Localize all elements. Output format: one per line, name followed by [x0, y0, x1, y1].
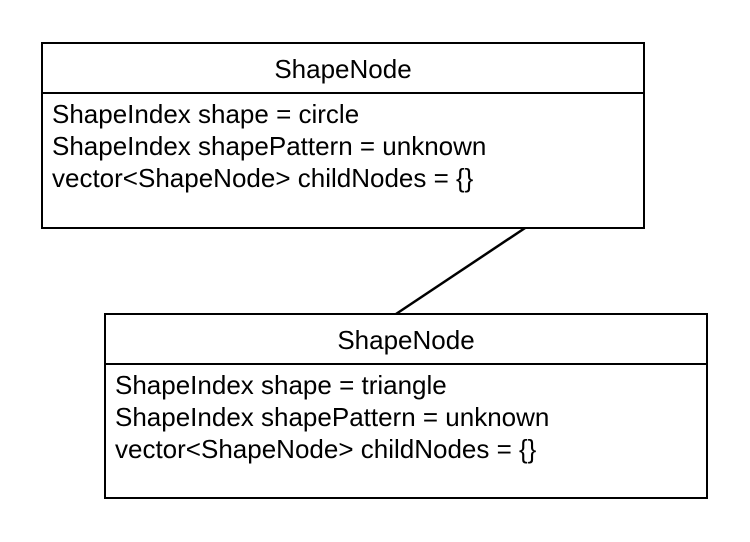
class-attributes: ShapeIndex shape = circle ShapeIndex sha… — [43, 94, 643, 194]
class-box-parent[interactable]: ShapeNode ShapeIndex shape = circle Shap… — [41, 42, 645, 229]
class-attributes: ShapeIndex shape = triangle ShapeIndex s… — [106, 365, 706, 465]
class-title: ShapeNode — [43, 44, 643, 94]
attribute-shape: ShapeIndex shape = triangle — [115, 370, 447, 400]
class-box-child[interactable]: ShapeNode ShapeIndex shape = triangle Sh… — [104, 313, 708, 499]
attribute-shape-pattern: ShapeIndex shapePattern = unknown — [115, 402, 550, 432]
attribute-child-nodes: vector<ShapeNode> childNodes = {} — [115, 434, 537, 464]
class-title: ShapeNode — [106, 315, 706, 365]
attribute-shape-pattern: ShapeIndex shapePattern = unknown — [52, 131, 487, 161]
attribute-child-nodes: vector<ShapeNode> childNodes = {} — [52, 163, 474, 193]
attribute-shape: ShapeIndex shape = circle — [52, 99, 360, 129]
